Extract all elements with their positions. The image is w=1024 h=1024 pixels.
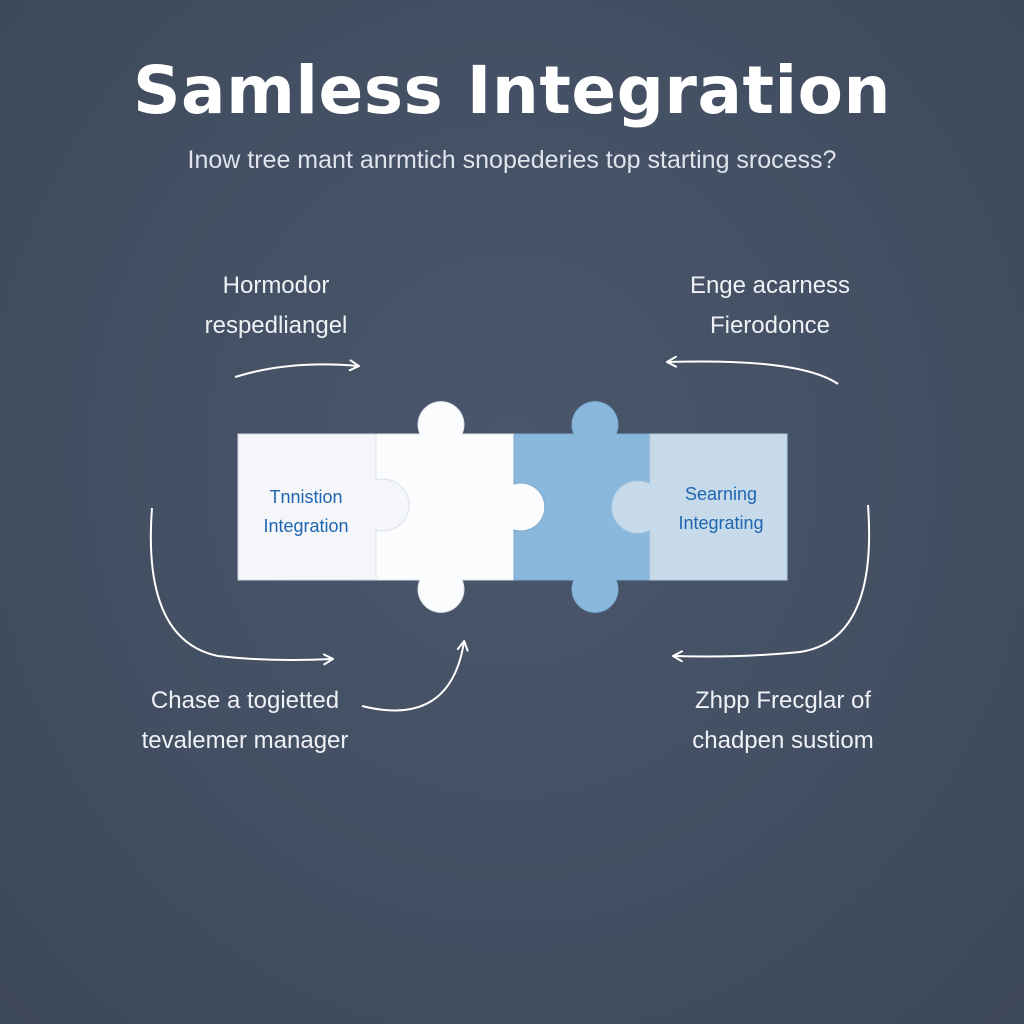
label-bottom-left: Chase a togietted tevalemer manager (110, 681, 380, 761)
arrow-top-left (234, 359, 360, 378)
label-line: Zhpp Frecglar of (694, 687, 872, 714)
piece-left-label: Tnnistion Integration (240, 483, 372, 541)
label-line: Chase a togietted (150, 687, 340, 714)
arrow-right-side (672, 504, 871, 663)
label-line: chadpen sustiom (692, 727, 874, 754)
puzzle-piece-right (611, 433, 788, 581)
label-line: Fierodonce (709, 312, 831, 339)
piece-label-line: Integrating (678, 513, 764, 533)
page-subtitle: Inow tree mant anrmtich snopederies top … (187, 146, 837, 174)
puzzle-piece-center-white (375, 401, 546, 613)
label-top-right: Enge acarness Fierodonce (640, 266, 900, 346)
piece-right-label: Searning Integrating (652, 480, 790, 538)
label-top-left: Hormodor respedliangel (150, 266, 402, 346)
arrow-bottom-center (361, 640, 469, 712)
arrow-top-right (666, 355, 839, 385)
piece-label-line: Searning (684, 484, 758, 504)
label-line: tevalemer manager (141, 727, 349, 754)
page-title: Samless Integration (133, 52, 891, 129)
arrow-left-side (149, 507, 334, 666)
label-bottom-right: Zhpp Frecglar of chadpen sustiom (668, 681, 898, 761)
label-line: respedliangel (204, 312, 348, 339)
piece-label-line: Integration (263, 516, 349, 536)
label-line: Enge acarness (689, 272, 851, 299)
piece-label-line: Tnnistion (269, 487, 343, 507)
label-line: Hormodor (222, 272, 330, 299)
